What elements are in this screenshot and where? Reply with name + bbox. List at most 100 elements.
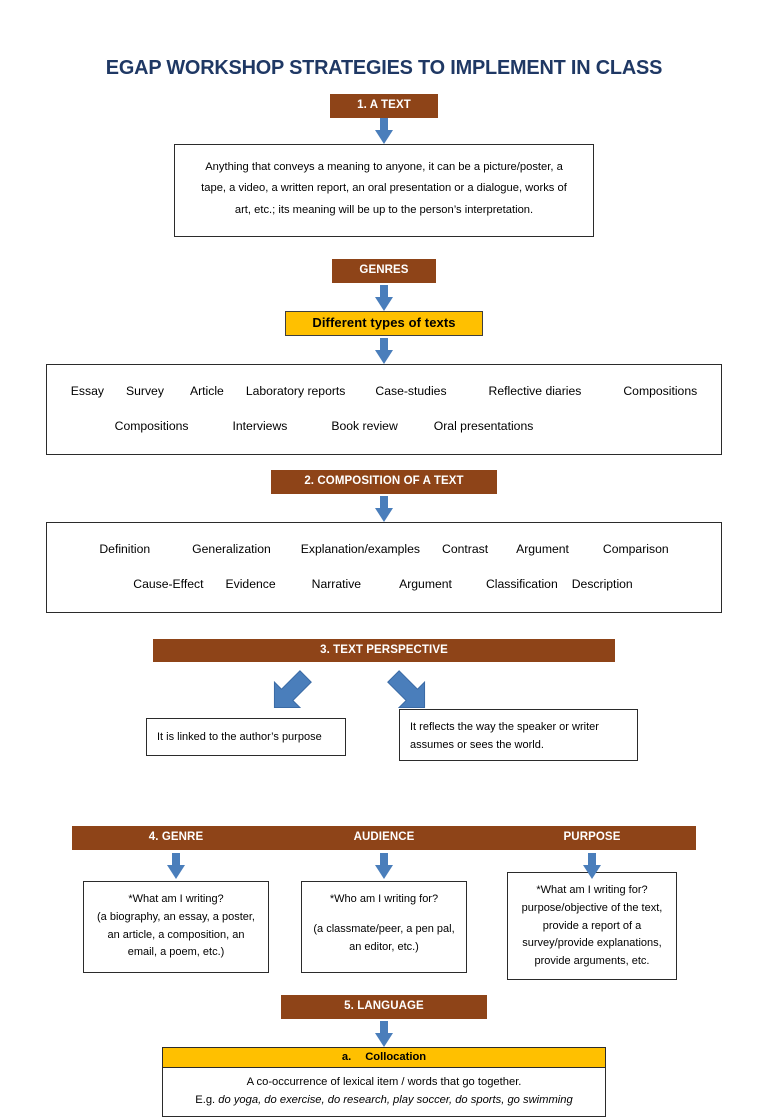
- section-genre-audience-purpose: 4. GENRE AUDIENCE PURPOSE *What am I wri…: [0, 826, 768, 981]
- perspective-right-text: It reflects the way the speaker or write…: [410, 721, 599, 751]
- heading-text-perspective: 3. TEXT PERSPECTIVE: [153, 638, 615, 663]
- genre-item: Interviews: [232, 419, 288, 434]
- composition-item: Comparison: [602, 541, 669, 556]
- section-text-perspective: 3. TEXT PERSPECTIVE It is lin: [0, 638, 768, 775]
- purpose-line: *What am I writing for?: [536, 884, 648, 897]
- composition-item: Argument: [516, 541, 569, 556]
- genre-audience-purpose-arrows: [72, 853, 696, 880]
- down-arrow-icon: [375, 495, 393, 522]
- collocation-examples: do yoga, do exercise, do research, play …: [218, 1093, 573, 1106]
- collocation-letter: a.: [341, 1050, 352, 1063]
- heading-composition-of-a-text: 2. COMPOSITION OF A TEXT: [271, 470, 497, 494]
- perspective-left-box: It is linked to the author’s purpose: [146, 718, 346, 757]
- composition-item: Classification: [485, 576, 558, 591]
- genre-item: Reflective diaries: [488, 384, 582, 399]
- purpose-line: provide arguments, etc.: [534, 955, 650, 968]
- down-arrow-icon: [167, 853, 185, 880]
- purpose-line: provide a report of a: [542, 919, 642, 932]
- composition-list-box: Definition Generalization Explanation/ex…: [46, 521, 722, 613]
- composition-item: Evidence: [225, 576, 276, 591]
- arrow-composition-to-list: [0, 495, 768, 522]
- genre-item: Essay: [70, 384, 104, 399]
- genre-line: email, a poem, etc.): [127, 946, 225, 959]
- genre-box: *What am I writing? (a biography, an ess…: [83, 881, 269, 974]
- arrow-audience: [280, 853, 488, 880]
- genre-list-row-1: Essay Survey Article Laboratory reports …: [47, 375, 721, 407]
- arrow-a-text-to-definition: [0, 117, 768, 144]
- genre-item: Compositions: [623, 384, 698, 399]
- diagram-page: EGAP WORKSHOP STRATEGIES TO IMPLEMENT IN…: [0, 56, 768, 1117]
- heading-language: 5. LANGUAGE: [281, 995, 487, 1019]
- collocation-box: a.Collocation A co-occurrence of lexical…: [162, 1046, 606, 1117]
- diagonal-arrow-down-right-icon: [387, 670, 426, 709]
- audience-line: (a classmate/peer, a pen pal,: [313, 922, 455, 935]
- composition-item: Explanation/examples: [300, 541, 421, 556]
- composition-list-row-2: Cause-Effect Evidence Narrative Argument…: [47, 565, 721, 600]
- purpose-line: purpose/objective of the text,: [521, 901, 663, 914]
- genre-item: Laboratory reports: [245, 384, 346, 399]
- collocation-examples-line: E.g. do yoga, do exercise, do research, …: [169, 1091, 599, 1109]
- arrow-types-to-genre-list: [0, 338, 768, 365]
- genre-audience-purpose-bar: 4. GENRE AUDIENCE PURPOSE: [72, 826, 696, 851]
- audience-box: *Who am I writing for? (a classmate/peer…: [301, 881, 467, 974]
- collocation-definition: A co-occurrence of lexical item / words …: [246, 1075, 522, 1088]
- genre-audience-purpose-boxes: *What am I writing? (a biography, an ess…: [72, 872, 696, 981]
- down-arrow-icon: [583, 853, 601, 880]
- genre-list-row-2: Compositions Interviews Book review Oral…: [47, 407, 721, 442]
- section-genres: GENRES Different types of texts Essay Su…: [0, 259, 768, 456]
- down-arrow-icon: [375, 853, 393, 880]
- perspective-right-box: It reflects the way the speaker or write…: [399, 709, 638, 762]
- genre-item: Book review: [331, 419, 398, 434]
- arrow-genre: [72, 853, 280, 880]
- composition-item: Contrast: [442, 541, 489, 556]
- genre-line: *What am I writing?: [128, 893, 224, 906]
- arrow-language-to-collocation: [0, 1020, 768, 1047]
- composition-item: Generalization: [192, 541, 271, 556]
- collocation-example-prefix: E.g.: [195, 1093, 216, 1106]
- audience-line: an editor, etc.): [349, 940, 419, 953]
- genre-item: Case-studies: [375, 384, 447, 399]
- section-composition: 2. COMPOSITION OF A TEXT Definition Gene…: [0, 470, 768, 613]
- genre-item: Oral presentations: [433, 419, 534, 434]
- perspective-arrows: [0, 668, 768, 714]
- composition-item: Cause-Effect: [133, 576, 204, 591]
- heading-audience: AUDIENCE: [280, 826, 488, 851]
- genre-list-box: Essay Survey Article Laboratory reports …: [46, 364, 722, 456]
- audience-line: *Who am I writing for?: [329, 893, 439, 906]
- heading-genre: 4. GENRE: [72, 826, 280, 851]
- composition-item: Definition: [99, 541, 151, 556]
- genre-cell: *What am I writing? (a biography, an ess…: [72, 881, 280, 974]
- down-arrow-icon: [375, 1020, 393, 1047]
- purpose-line: survey/provide explanations,: [522, 937, 662, 950]
- heading-genres: GENRES: [332, 259, 436, 283]
- down-arrow-icon: [375, 284, 393, 311]
- heading-different-types-of-texts: Different types of texts: [285, 310, 483, 337]
- genre-item: Article: [189, 384, 224, 399]
- heading-purpose: PURPOSE: [488, 826, 696, 851]
- heading-a-text: 1. A TEXT: [330, 94, 438, 118]
- text-definition: Anything that conveys a meaning to anyon…: [201, 160, 567, 217]
- section-language: 5. LANGUAGE a.Collocation A co-occurrenc…: [0, 995, 768, 1117]
- arrow-to-left-perspective: [266, 668, 314, 721]
- composition-list-row-1: Definition Generalization Explanation/ex…: [47, 533, 721, 565]
- collocation-body: A co-occurrence of lexical item / words …: [163, 1068, 605, 1116]
- arrow-purpose: [488, 853, 696, 880]
- perspective-boxes: It is linked to the author’s purpose It …: [0, 709, 768, 774]
- purpose-cell: *What am I writing for? purpose/objectiv…: [488, 872, 696, 981]
- collocation-header: a.Collocation: [163, 1047, 605, 1068]
- genre-line: an article, a composition, an: [107, 928, 245, 941]
- down-arrow-icon: [375, 117, 393, 144]
- composition-item: Argument: [399, 576, 452, 591]
- perspective-left-text: It is linked to the author’s purpose: [157, 731, 322, 744]
- composition-item: Narrative: [311, 576, 362, 591]
- purpose-box: *What am I writing for? purpose/objectiv…: [507, 872, 677, 981]
- arrow-to-right-perspective: [385, 668, 433, 721]
- down-arrow-icon: [375, 338, 393, 365]
- composition-item: Description: [571, 576, 633, 591]
- diagonal-arrow-down-left-icon: [273, 670, 312, 709]
- page-title: EGAP WORKSHOP STRATEGIES TO IMPLEMENT IN…: [105, 56, 663, 79]
- text-definition-box: Anything that conveys a meaning to anyon…: [174, 143, 594, 238]
- arrow-genres-to-types: [0, 284, 768, 311]
- genre-item: Survey: [126, 384, 164, 399]
- genre-item: Compositions: [114, 419, 189, 434]
